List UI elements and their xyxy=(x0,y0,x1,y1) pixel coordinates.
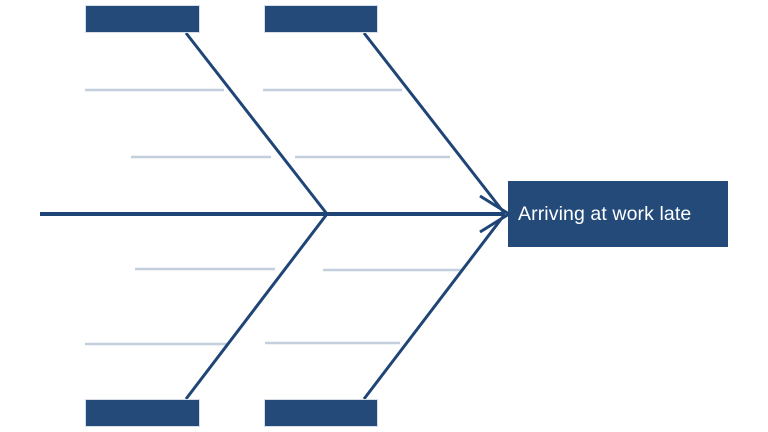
rib-bottom-left[interactable] xyxy=(184,213,329,400)
category-box-top-right[interactable] xyxy=(264,5,378,33)
category-box-top-left[interactable] xyxy=(85,5,200,33)
category-box-bottom-left[interactable] xyxy=(85,399,200,427)
rib-top-right[interactable] xyxy=(362,32,507,215)
rib-top-left[interactable] xyxy=(184,32,329,215)
category-box-bottom-right[interactable] xyxy=(264,399,378,427)
effect-box[interactable]: Arriving at work late xyxy=(508,181,728,247)
rib-bottom-right[interactable] xyxy=(362,213,507,400)
